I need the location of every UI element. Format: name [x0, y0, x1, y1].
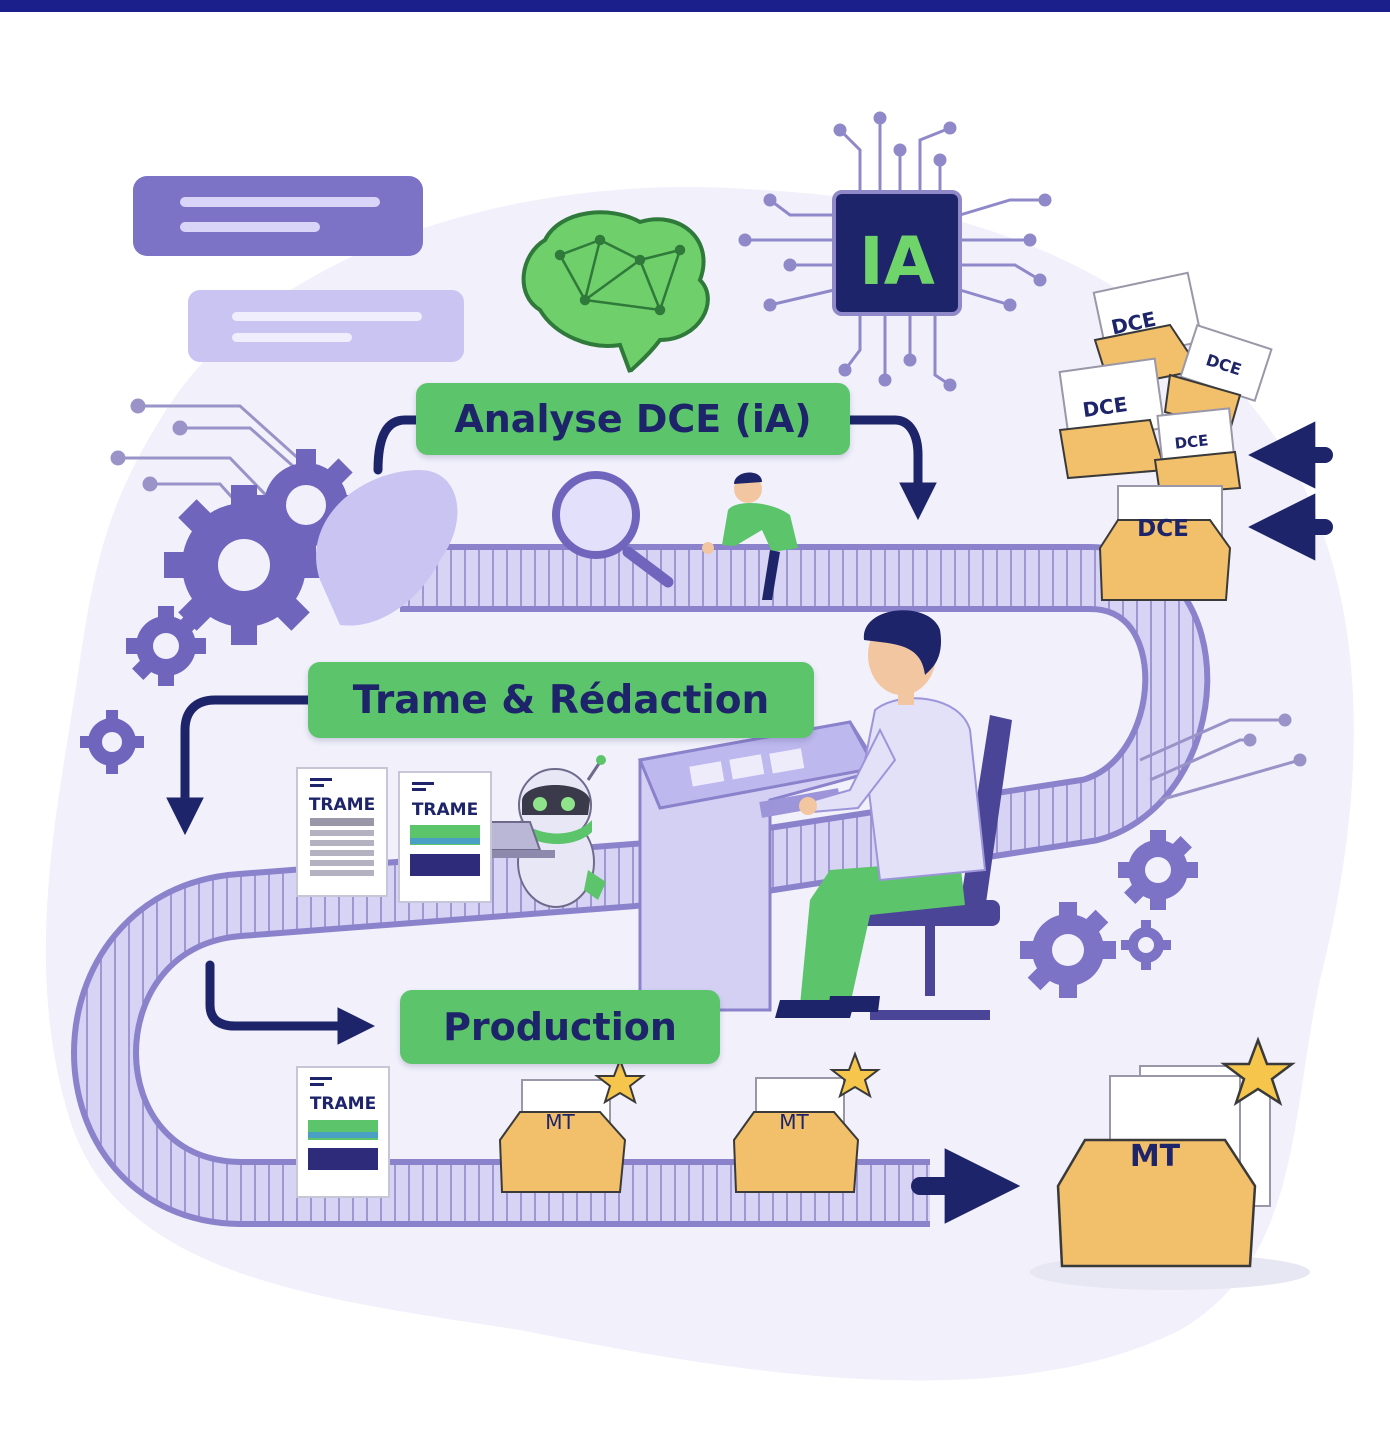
stage-label-trame: Trame & Rédaction [308, 662, 814, 738]
magnifier-icon [552, 471, 674, 588]
dce-folder-stack-top [1058, 271, 1273, 496]
dce-label: DCE [1137, 516, 1189, 542]
flow-arrows [166, 415, 1333, 1224]
gears-left [80, 449, 458, 774]
star-icon [1220, 1036, 1296, 1106]
mt-label: MT [779, 1110, 809, 1134]
dce-label: DCE [1174, 431, 1209, 452]
mt-label: MT [1130, 1139, 1181, 1174]
trame-document-plain [296, 767, 388, 897]
conveyor-belt [71, 544, 1211, 1227]
trame-label: TRAME [309, 795, 375, 815]
ia-chip-label: IA [859, 223, 935, 300]
trame-label: TRAME [310, 1094, 376, 1114]
trame-label: TRAME [412, 800, 478, 820]
mt-folder-1 [498, 1057, 646, 1193]
dce-folder-bottom [1098, 485, 1232, 601]
mt-folder-final [1030, 1036, 1310, 1290]
gears-right [1020, 830, 1198, 998]
small-person-figure [702, 472, 798, 600]
trame-document-production [296, 1066, 390, 1198]
trame-document-colored [398, 771, 492, 903]
stage-label-analyse: Analyse DCE (iA) [416, 383, 850, 455]
brain-icon [521, 210, 710, 374]
star-icon [829, 1051, 881, 1099]
ia-chip-icon: IA [832, 190, 962, 316]
banner-bars [133, 176, 464, 362]
seated-operator-figure [775, 610, 1012, 1020]
mt-label: MT [545, 1110, 575, 1134]
chip-circuitry [738, 111, 1052, 392]
circuit-lines-right [1139, 713, 1307, 802]
mt-folder-2 [732, 1051, 881, 1193]
top-band [0, 0, 1390, 12]
star-icon [594, 1057, 646, 1105]
stage-label-production: Production [400, 990, 720, 1064]
